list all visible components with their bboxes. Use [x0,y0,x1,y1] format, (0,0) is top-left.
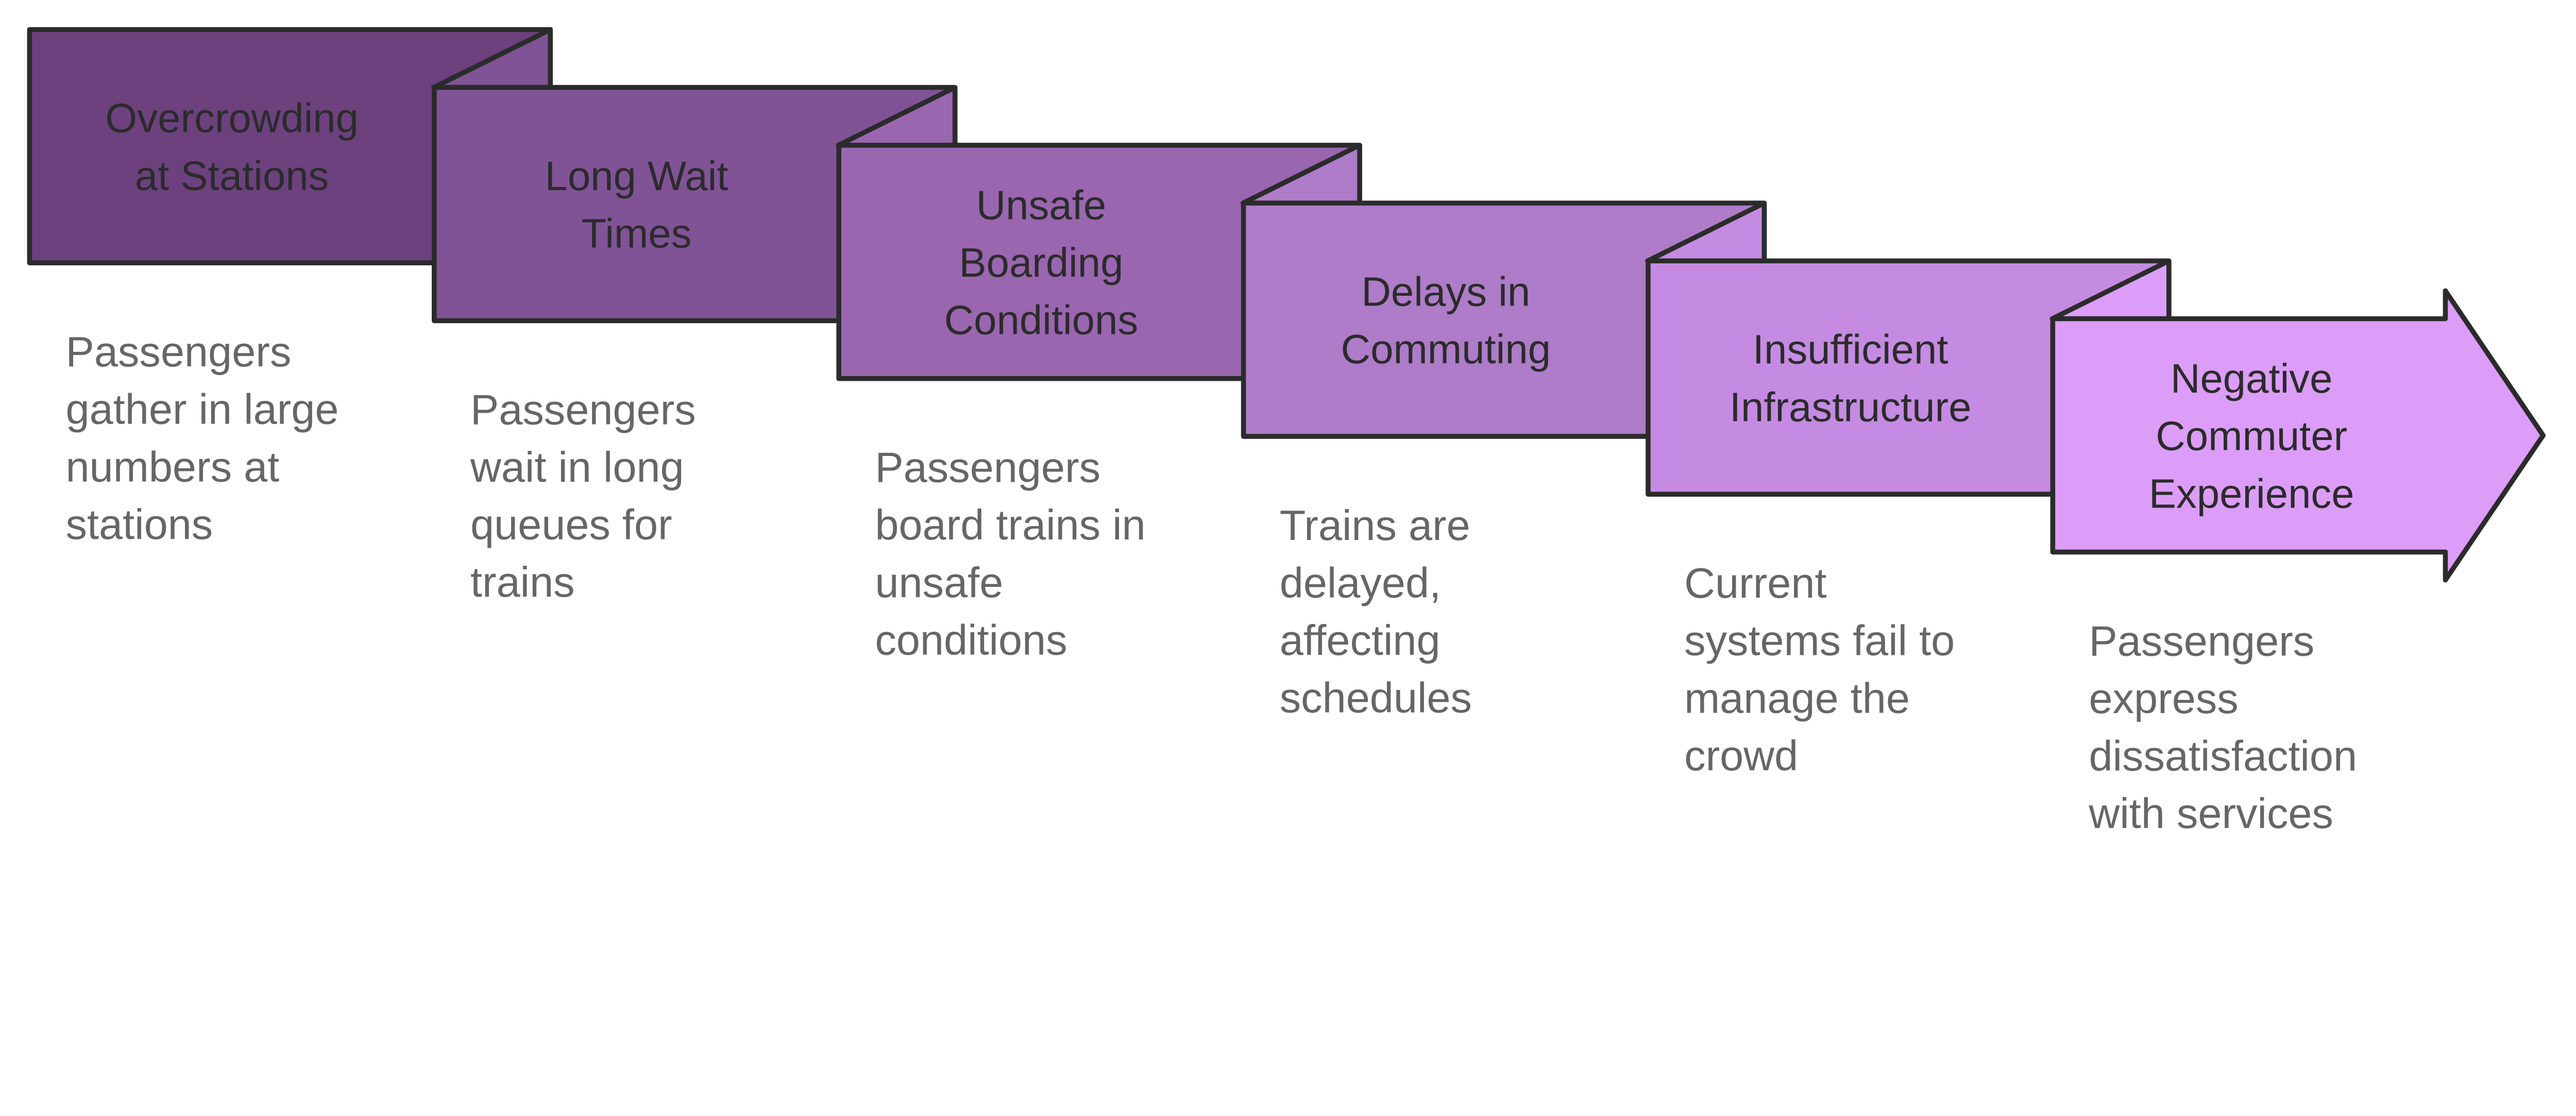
step-description-line: crowd [1684,732,1798,780]
step-title-line: Commuting [1341,326,1551,372]
step-description-line: Passengers [66,328,292,376]
step-description-line: gather in large [66,385,339,433]
step-title-line: Delays in [1361,268,1530,314]
step-description-line: schedules [1280,674,1472,722]
step-title-line: at Stations [135,153,329,198]
step-description-line: conditions [875,616,1067,664]
step-title: Delays in Commuting [1341,268,1551,372]
step-description-line: express [2089,674,2239,722]
step-description: Trains are delayed, affecting schedules [1280,501,1472,722]
step-title-line: Boarding [959,240,1123,285]
step-description-line: unsafe [875,559,1003,606]
step-description-line: board trains in [875,501,1145,549]
step-title-line: Overcrowding [105,95,359,141]
step-description-line: delayed, [1280,559,1441,606]
step-description-line: trains [470,558,575,606]
step-title-line: Unsafe [976,182,1107,228]
step-description: Passengers gather in large numbers at stati… [66,328,339,548]
step-description-line: dissatisfaction [2089,732,2358,780]
step-description-line: manage the [1684,674,1910,722]
step-description: Passengers wait in long queues for trains [470,385,696,606]
step-description: Passengers board trains in unsafe condition… [875,444,1145,664]
step-title-line: Times [581,211,691,257]
step-description-line: Passengers [875,444,1100,492]
step-title-line: Insufficient [1753,327,1948,373]
step-title: Overcrowding at Stations [105,95,359,199]
step-title-line: Conditions [944,297,1139,343]
step-title-line: Negative [2171,356,2333,401]
step-title-line: Long Wait [545,153,728,199]
step-description-line: queues for [470,501,672,549]
step-description-line: Trains are [1280,501,1470,549]
step-description-line: affecting [1280,616,1440,664]
step-description-line: Passengers [470,385,696,433]
step-description: Current systems fail to manage the crowd [1684,559,1955,780]
step-description-line: numbers at [66,443,280,491]
step-description-line: stations [66,500,213,548]
step-title-line: Experience [2149,470,2354,516]
step-description-line: Current [1684,559,1826,607]
step-description-line: Passengers [2089,617,2315,665]
step-description-line: with services [2089,789,2333,837]
step-description: Passengers express dissatisfaction with ser… [2089,617,2358,837]
step-title-line: Commuter [2156,413,2347,459]
step-arrow [2050,288,2546,583]
step-title-line: Infrastructure [1730,384,1972,430]
step-description-line: wait in long [470,443,684,491]
step-description-line: systems fail to [1684,617,1955,665]
